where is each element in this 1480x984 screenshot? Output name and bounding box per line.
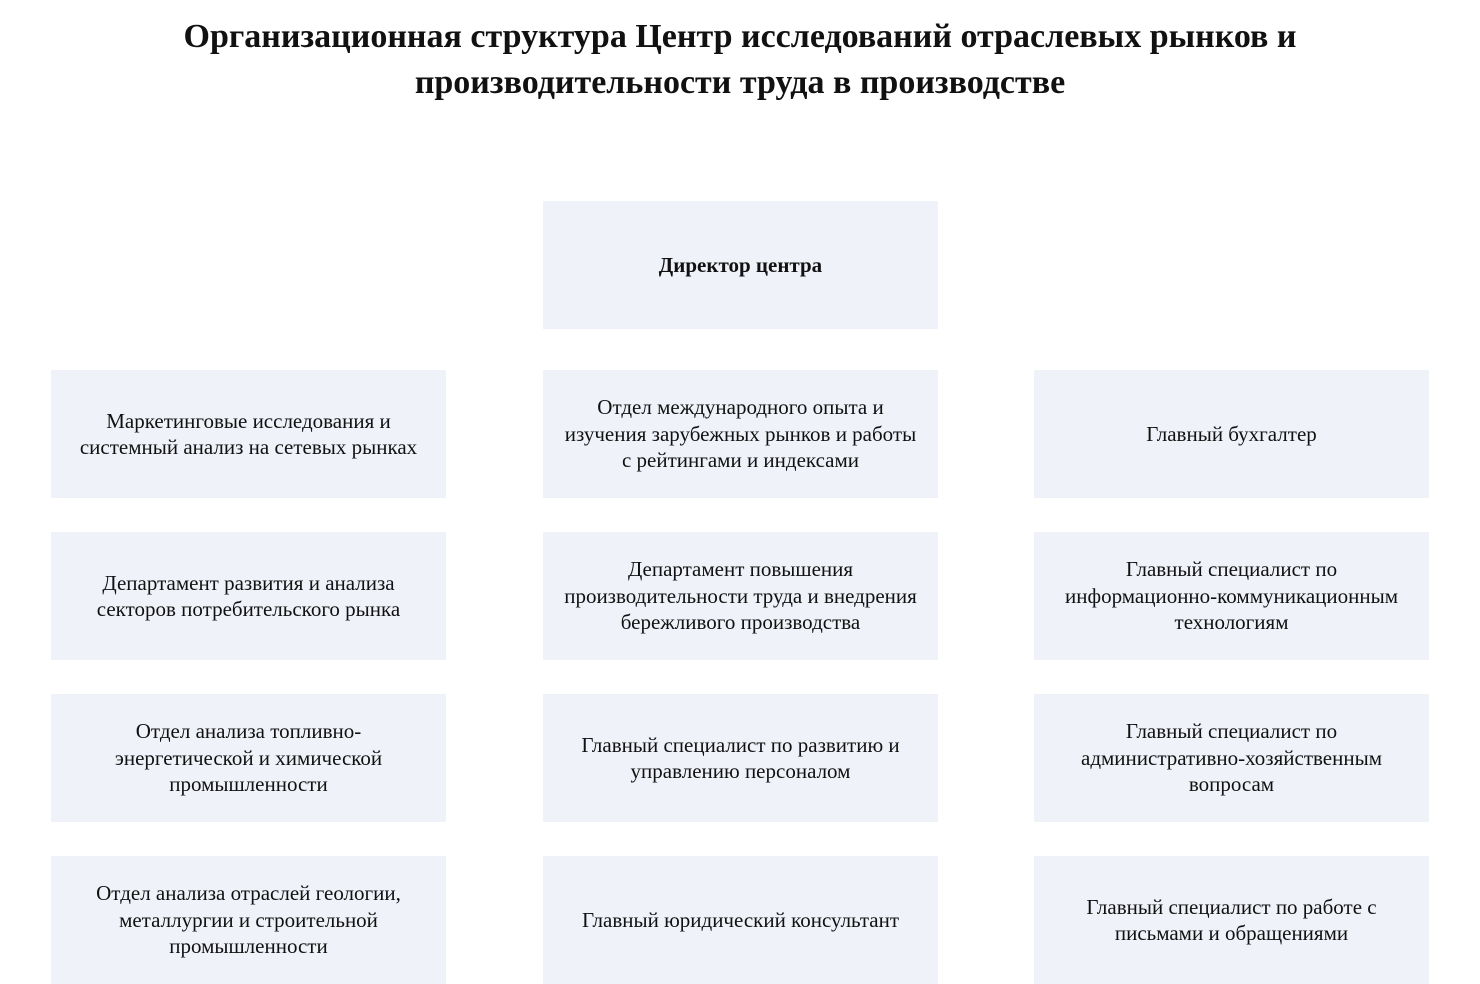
unit-box-international-experience: Отдел международного опыта и изучения за… [543,370,938,498]
unit-line: Главный специалист по [1125,719,1338,744]
unit-box-administrative-specialist: Главный специалист по административно-хо… [1034,694,1429,822]
unit-box-fuel-energy-chemical: Отдел анализа топливно- энергетической и… [51,694,446,822]
unit-box-hr-specialist: Главный специалист по развитию и управле… [543,694,938,822]
unit-line: письмами и обращениями [1114,921,1349,945]
unit-line: технологиям [1174,610,1289,635]
unit-line: административно-хозяйственным [1081,745,1382,770]
unit-line: Департамент повышения [627,557,854,582]
director-box: Директор центра [543,201,938,329]
unit-line: системный анализ на сетевых рынках [79,435,418,459]
unit-line: Главный специалист по работе с [1086,894,1377,919]
unit-box-consumer-market-department: Департамент развития и анализа секторов … [51,532,446,660]
unit-line: информационно-коммуникационным [1064,583,1399,608]
unit-line: Департамент развития и анализа [102,570,395,595]
unit-line: бережливого производства [620,610,861,635]
unit-box-legal-consultant: Главный юридический консультант [543,856,938,984]
unit-line: производительности труда и внедрения [564,583,917,608]
unit-line: промышленности [169,772,328,797]
chart-title: Организационная структура Центр исследов… [40,14,1440,106]
unit-line: Маркетинговые исследования и [106,408,391,433]
unit-line: управлению персоналом [630,759,851,783]
unit-line: вопросам [1188,772,1275,797]
unit-line: Отдел международного опыта и [597,395,884,420]
unit-box-letters-specialist: Главный специалист по работе с письмами … [1034,856,1429,984]
director-label: Директор центра [658,252,823,277]
unit-box-marketing-research: Маркетинговые исследования и системный а… [51,370,446,498]
unit-box-productivity-department: Департамент повышения производительности… [543,532,938,660]
unit-box-chief-accountant: Главный бухгалтер [1034,370,1429,498]
unit-line: с рейтингами и индексами [621,448,860,473]
unit-line: Главный бухгалтер [1146,421,1317,446]
unit-line: энергетической и химической [114,745,383,770]
unit-line: Отдел анализа топливно- [135,719,362,744]
unit-line: секторов потребительского рынка [96,597,401,621]
unit-line: промышленности [169,934,328,959]
unit-box-ict-specialist: Главный специалист по информационно-комм… [1034,532,1429,660]
chart-title-line-1: Организационная структура Центр исследов… [183,18,1297,55]
unit-line: Главный специалист по развитию и [581,732,900,757]
unit-line: изучения зарубежных рынков и работы [564,421,917,446]
unit-line: Главный специалист по [1125,557,1338,582]
unit-line: металлургии и строительной [119,907,378,932]
chart-title-line-2: производительности труда в производстве [414,64,1066,101]
unit-line: Главный юридический консультант [581,907,900,932]
unit-line: Отдел анализа отраслей геологии, [96,881,401,906]
unit-box-geology-metallurgy: Отдел анализа отраслей геологии, металлу… [51,856,446,984]
